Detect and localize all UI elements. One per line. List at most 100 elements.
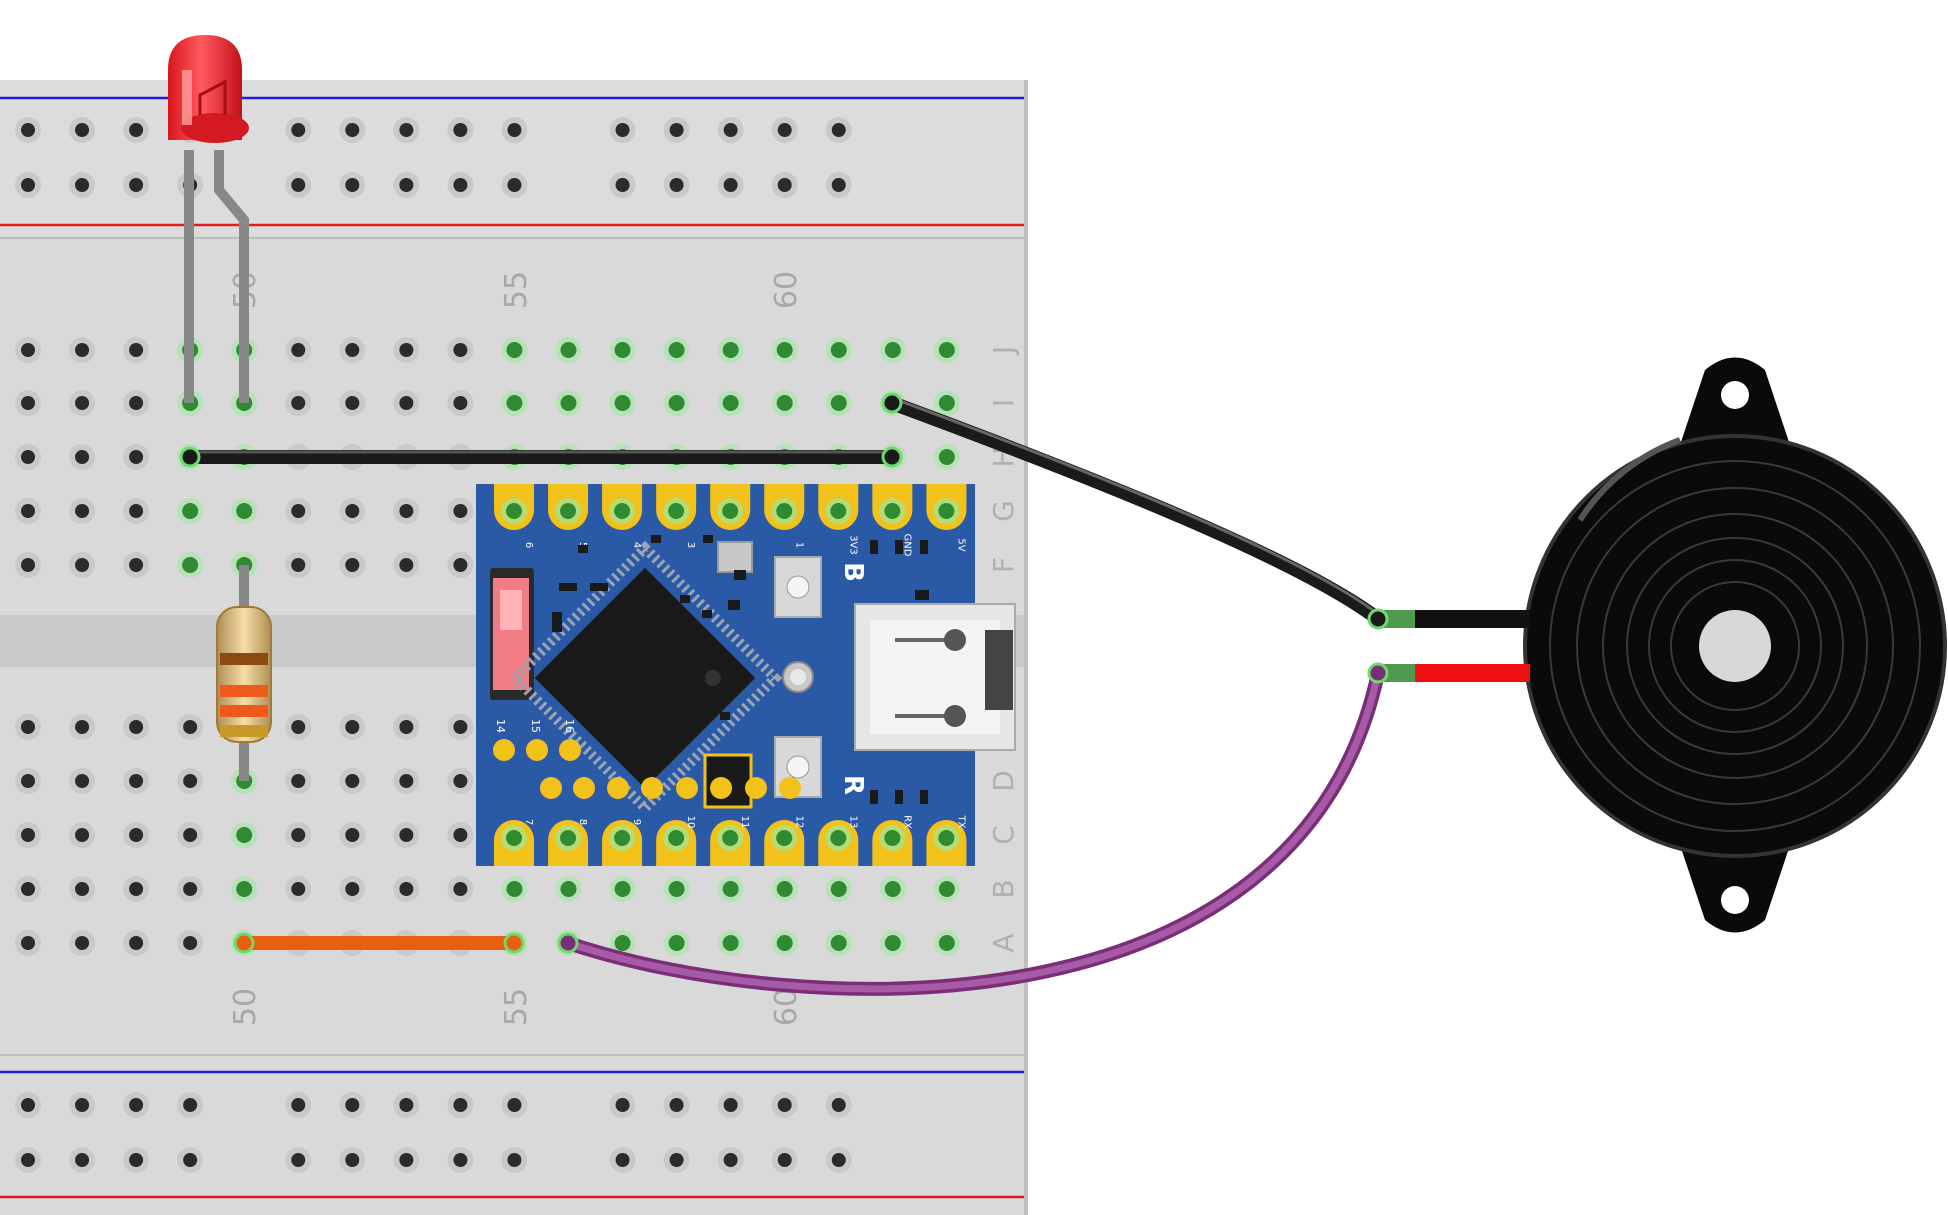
led[interactable] [168,35,249,403]
rail-hole[interactable] [501,117,528,143]
breadboard-hole[interactable] [339,390,366,416]
breadboard-hole[interactable] [609,876,636,902]
breadboard-hole[interactable] [177,552,204,578]
rail-hole[interactable] [663,172,690,198]
breadboard-hole[interactable] [69,337,96,363]
breadboard-hole[interactable] [447,876,474,902]
rail-hole[interactable] [285,117,312,143]
bottom-pin-pad[interactable] [818,820,859,866]
bottom-pin-pad[interactable] [872,820,913,866]
rail-hole[interactable] [393,1092,420,1118]
rail-hole[interactable] [771,117,798,143]
breadboard-hole[interactable] [339,498,366,524]
bottom-pin-pad[interactable] [926,820,967,866]
breadboard-hole[interactable] [15,390,41,416]
rail-hole[interactable] [717,1092,744,1118]
rail-hole[interactable] [663,117,690,143]
rail-hole[interactable] [717,117,744,143]
bottom-pin-pad[interactable] [656,820,697,866]
rail-hole[interactable] [825,1147,852,1173]
breadboard-hole[interactable] [339,552,366,578]
rail-hole[interactable] [69,1092,96,1118]
breadboard-hole[interactable] [339,768,366,794]
button-r-cap[interactable] [786,755,810,779]
rail-hole[interactable] [609,1147,636,1173]
rail-hole[interactable] [393,117,420,143]
rail-hole[interactable] [69,172,96,198]
breadboard-hole[interactable] [231,822,258,848]
breadboard-hole[interactable] [393,337,420,363]
breadboard-hole[interactable] [15,930,41,956]
rail-hole[interactable] [123,117,150,143]
piezo-buzzer[interactable] [1523,357,1947,933]
rail-hole[interactable] [285,1092,312,1118]
rail-hole[interactable] [663,1092,690,1118]
rail-hole[interactable] [771,1092,798,1118]
rail-hole[interactable] [447,172,474,198]
breadboard-hole[interactable] [15,337,41,363]
breadboard-hole[interactable] [285,768,312,794]
breadboard-hole[interactable] [717,390,744,416]
rail-hole[interactable] [447,1147,474,1173]
rail-hole[interactable] [393,1147,420,1173]
breadboard-hole[interactable] [123,444,150,470]
top-pin-pad[interactable] [710,484,751,530]
breadboard-hole[interactable] [231,498,258,524]
breadboard-hole[interactable] [339,714,366,740]
bottom-pin-pad[interactable] [548,820,589,866]
breadboard-hole[interactable] [447,552,474,578]
bottom-pin-pad[interactable] [710,820,751,866]
breadboard-hole[interactable] [285,498,312,524]
top-pin-pad[interactable] [494,484,534,530]
breadboard-hole[interactable] [447,498,474,524]
breadboard-hole[interactable] [447,714,474,740]
top-pin-pad[interactable] [548,484,589,530]
rail-hole[interactable] [285,172,312,198]
breadboard-hole[interactable] [555,337,582,363]
breadboard-hole[interactable] [393,714,420,740]
rail-hole[interactable] [717,1147,744,1173]
rail-hole[interactable] [447,1092,474,1118]
breadboard-hole[interactable] [15,498,41,524]
breadboard-hole[interactable] [933,390,960,416]
breadboard-hole[interactable] [177,498,204,524]
rail-hole[interactable] [771,1147,798,1173]
breadboard-hole[interactable] [393,768,420,794]
breadboard-hole[interactable] [717,337,744,363]
breadboard-hole[interactable] [717,876,744,902]
breadboard-hole[interactable] [447,390,474,416]
breadboard-hole[interactable] [123,930,150,956]
bottom-pin-pad[interactable] [764,820,805,866]
rail-hole[interactable] [177,1092,204,1118]
breadboard-hole[interactable] [177,876,204,902]
breadboard-hole[interactable] [879,337,906,363]
rail-hole[interactable] [69,1147,96,1173]
rail-hole[interactable] [663,1147,690,1173]
breadboard-hole[interactable] [501,337,528,363]
breadboard-hole[interactable] [933,337,960,363]
rail-hole[interactable] [285,1147,312,1173]
top-pin-pad[interactable] [872,484,913,530]
breadboard-hole[interactable] [825,930,852,956]
rail-hole[interactable] [609,1092,636,1118]
breadboard-hole[interactable] [825,390,852,416]
bottom-pin-pad[interactable] [602,820,643,866]
rail-hole[interactable] [825,172,852,198]
rail-hole[interactable] [825,117,852,143]
breadboard-hole[interactable] [285,876,312,902]
breadboard-hole[interactable] [609,337,636,363]
breadboard-hole[interactable] [771,930,798,956]
breadboard-hole[interactable] [339,337,366,363]
breadboard-hole[interactable] [15,768,41,794]
breadboard-hole[interactable] [555,390,582,416]
rail-hole[interactable] [609,117,636,143]
rail-hole[interactable] [771,172,798,198]
rail-hole[interactable] [501,1147,528,1173]
rail-hole[interactable] [609,172,636,198]
rail-hole[interactable] [501,1092,528,1118]
breadboard-hole[interactable] [69,498,96,524]
breadboard-hole[interactable] [609,390,636,416]
rail-hole[interactable] [15,172,41,198]
breadboard-hole[interactable] [933,930,960,956]
breadboard-hole[interactable] [123,714,150,740]
